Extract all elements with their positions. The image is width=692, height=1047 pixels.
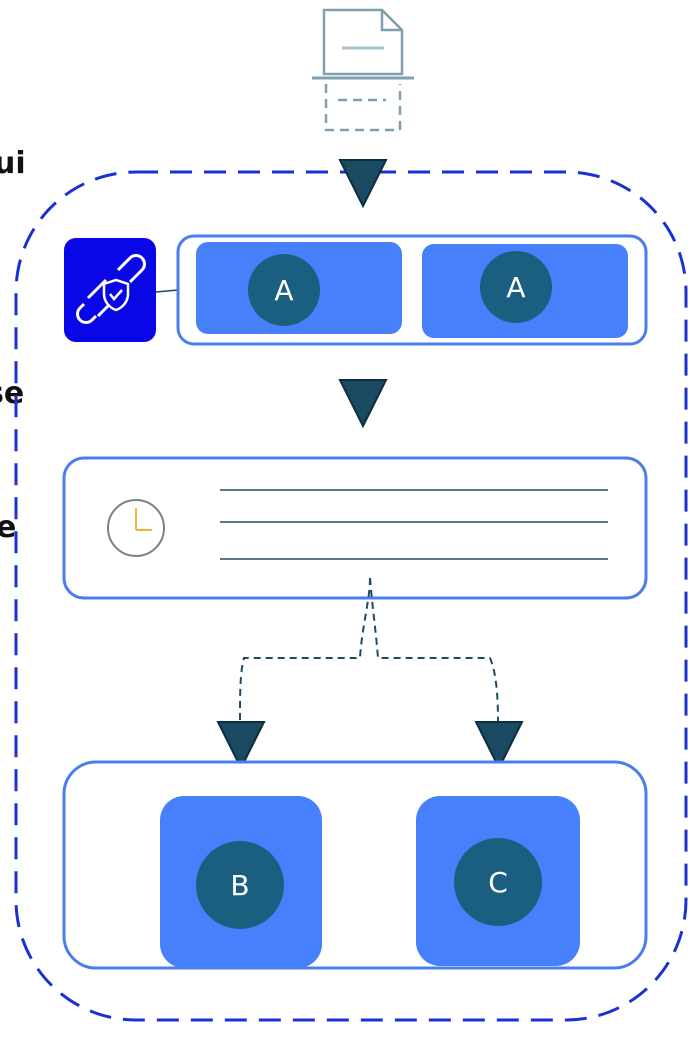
arrow-down-2 xyxy=(338,379,388,429)
node-label: B xyxy=(230,869,249,902)
top-node: A xyxy=(422,244,628,338)
connector-line xyxy=(155,289,179,293)
arrow-down-4 xyxy=(474,721,524,771)
arrow-down-1 xyxy=(338,159,388,209)
node-label: A xyxy=(274,274,293,307)
link-shield-icon xyxy=(64,238,156,342)
clock-icon xyxy=(107,499,165,557)
top-node: A xyxy=(196,242,402,334)
branch-connector xyxy=(239,577,499,723)
document-icon xyxy=(312,8,414,132)
node-label: A xyxy=(506,271,525,304)
clipped-text-se: se xyxy=(0,376,25,411)
node-label: C xyxy=(488,866,508,899)
arrow-down-3 xyxy=(216,721,266,771)
bottom-node: B xyxy=(160,796,322,968)
queue-panel xyxy=(62,456,648,600)
bottom-node: C xyxy=(416,796,580,966)
clipped-text-ui: ui xyxy=(0,146,26,181)
clipped-text-e: e xyxy=(0,510,17,545)
